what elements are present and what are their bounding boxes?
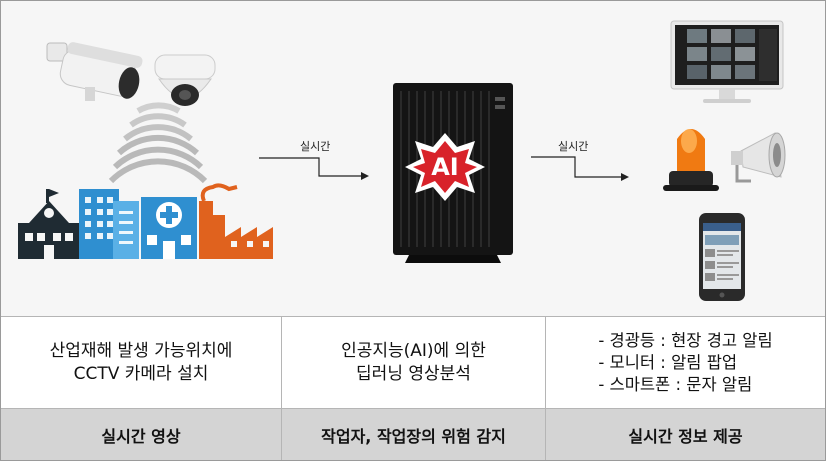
- illustration-canvas: AI: [18, 20, 786, 301]
- column-title: 작업자, 작업장의 위험 감지: [321, 426, 506, 446]
- dome-camera-icon: [154, 54, 216, 106]
- title-cell-info-delivery: 실시간 정보 제공: [546, 409, 825, 460]
- ai-badge-text: AI: [431, 153, 459, 181]
- factory-icon: [199, 183, 273, 259]
- desc-line: 딥러닝 영상분석: [356, 363, 471, 384]
- description-row: 산업재해 발생 가능위치에 CCTV 카메라 설치 인공지능(AI)에 의한 딥…: [1, 317, 825, 409]
- school-icon: [18, 189, 80, 259]
- monitor-icon: [670, 20, 784, 103]
- desc-cell-camera: 산업재해 발생 가능위치에 CCTV 카메라 설치: [1, 317, 282, 408]
- alert-item: - 스마트폰 : 문자 알림: [598, 374, 753, 394]
- desc-line: 산업재해 발생 가능위치에: [49, 340, 233, 361]
- smartphone-icon: [699, 213, 745, 301]
- column-title: 실시간 영상: [101, 426, 181, 446]
- alert-item: - 모니터 : 알림 팝업: [598, 352, 738, 372]
- desc-line: CCTV 카메라 설치: [73, 363, 209, 384]
- hospital-icon: [141, 197, 197, 259]
- siren-speaker-icon: [731, 132, 786, 183]
- left-arrow-label: 실시간: [300, 140, 331, 153]
- desc-cell-alerts: - 경광등 : 현장 경고 알림 - 모니터 : 알림 팝업 - 스마트폰 : …: [546, 317, 825, 408]
- title-cell-realtime-video: 실시간 영상: [1, 409, 282, 460]
- bullet-camera-icon: [46, 42, 143, 101]
- right-flow-arrow: [531, 156, 629, 181]
- ai-badge: AI: [405, 133, 485, 201]
- warning-light-icon: [663, 129, 719, 191]
- illustration-panel: AI: [1, 1, 825, 317]
- desc-line: 인공지능(AI)에 의한: [341, 340, 486, 361]
- right-arrow-label: 실시간: [558, 140, 589, 153]
- title-row: 실시간 영상 작업자, 작업장의 위험 감지 실시간 정보 제공: [1, 409, 825, 460]
- left-flow-arrow: [259, 157, 369, 180]
- column-title: 실시간 정보 제공: [628, 426, 743, 446]
- alert-item: - 경광등 : 현장 경고 알림: [598, 330, 773, 350]
- title-cell-risk-detection: 작업자, 작업장의 위험 감지: [282, 409, 546, 460]
- desc-cell-ai: 인공지능(AI)에 의한 딥러닝 영상분석: [282, 317, 546, 408]
- wireless-signal-icon: [108, 102, 208, 184]
- office-building-icon: [79, 189, 139, 259]
